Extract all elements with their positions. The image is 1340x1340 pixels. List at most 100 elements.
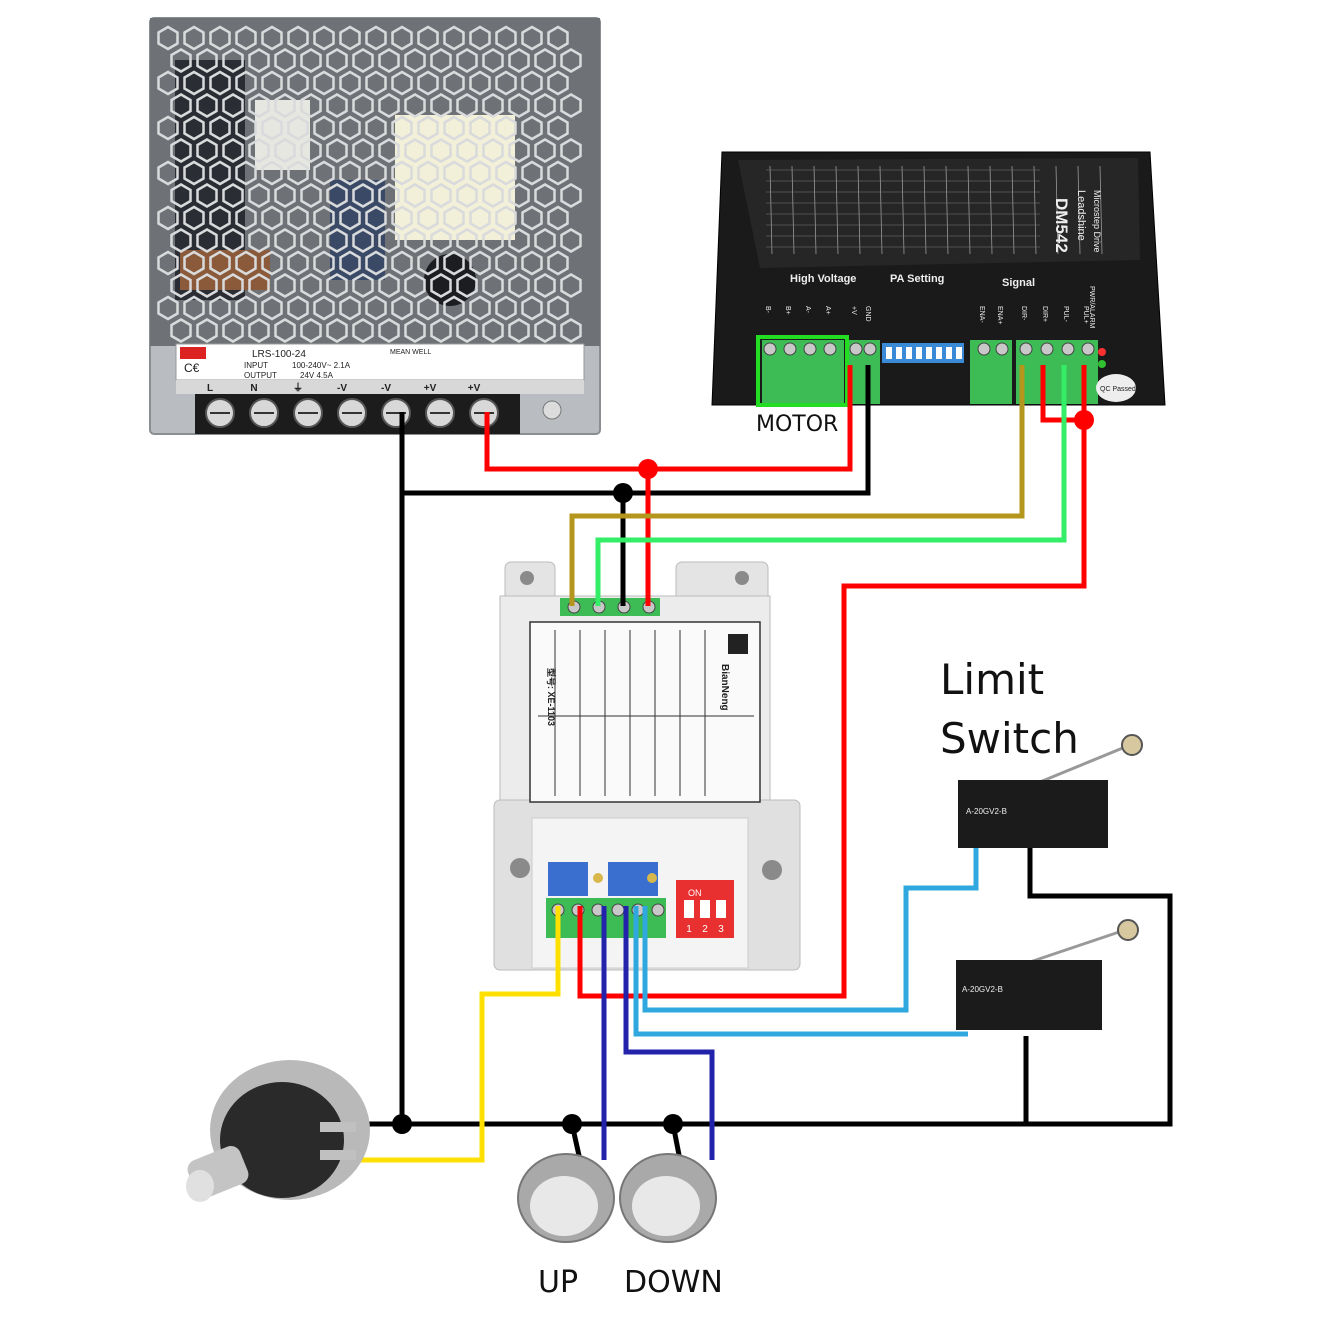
- mesh-cell: [469, 25, 491, 51]
- controller-label-card: [529, 621, 761, 803]
- mesh-cell: [521, 115, 543, 141]
- potentiometer: [186, 1060, 370, 1202]
- mesh-cell: [560, 48, 582, 73]
- mesh-cell: [313, 160, 335, 186]
- mesh-cell: [378, 93, 400, 118]
- mesh-cell: [209, 250, 231, 276]
- mesh-cell: [521, 295, 543, 321]
- controller-top-terminal: [560, 598, 660, 616]
- mesh-cell: [508, 93, 530, 118]
- limit-switch-2: A-20GV2-B: [956, 919, 1139, 1030]
- junction-ground-bus: [392, 1114, 412, 1134]
- dip-lever: [926, 347, 932, 359]
- mesh-cell: [378, 318, 400, 343]
- mesh-cell: [196, 273, 218, 298]
- mesh-cell: [534, 228, 556, 253]
- mesh-cell: [157, 25, 179, 51]
- mesh-cell: [274, 48, 296, 73]
- screw-icon: [651, 903, 665, 917]
- dip-position-label: 1: [686, 924, 692, 935]
- psu-terminal-label: -V: [381, 383, 391, 394]
- mesh-cell: [313, 205, 335, 231]
- psu-terminal-label: L: [207, 383, 213, 394]
- driver-brand: Leadshine: [1075, 190, 1087, 241]
- table-line: [879, 165, 883, 255]
- driver-terminal-label: ENA-: [978, 306, 985, 323]
- driver-terminal-label: DIR-: [1020, 306, 1027, 321]
- dip-on-label: ON: [688, 888, 702, 898]
- dip-lever: [716, 900, 726, 918]
- junctions: [392, 410, 1094, 1134]
- junction-ground: [613, 483, 633, 503]
- wire-potentiometer: [350, 906, 561, 1163]
- mesh-cell: [508, 183, 530, 208]
- mesh-cell: [209, 160, 231, 186]
- mesh-cell: [196, 48, 218, 73]
- mesh-cell: [248, 183, 270, 208]
- driver-terminal-label: +V: [850, 306, 857, 315]
- mesh-cell: [352, 48, 374, 73]
- mesh-cell: [157, 250, 179, 276]
- mesh-cell: [560, 228, 582, 253]
- mesh-cell: [456, 318, 478, 343]
- mesh-cell: [482, 273, 504, 298]
- driver-subtitle: Microstep Drive: [1092, 190, 1102, 253]
- mesh-cell: [521, 70, 543, 96]
- driver-current-table: [766, 165, 1103, 255]
- mesh-cell: [352, 318, 374, 343]
- mesh-cell: [469, 115, 491, 141]
- psu-brand: MEAN WELL: [390, 349, 431, 356]
- mesh-cell: [274, 318, 296, 343]
- dip-lever: [916, 347, 922, 359]
- mesh-cell: [365, 205, 387, 231]
- mesh-cell: [222, 48, 244, 73]
- mesh-cell: [170, 273, 192, 298]
- mesh-cell: [508, 318, 530, 343]
- limit-switch-1: A-20GV2-B: [958, 734, 1143, 848]
- mesh-cell: [534, 138, 556, 163]
- table-line: [901, 165, 905, 255]
- mesh-cell: [352, 138, 374, 163]
- psu-terminal-label: +V: [424, 383, 437, 394]
- mesh-cell: [430, 48, 452, 73]
- mesh-cell: [170, 93, 192, 118]
- up-button[interactable]: [517, 1153, 615, 1243]
- mesh-cell: [326, 93, 348, 118]
- switch-2-model: A-20GV2-B: [962, 985, 1003, 994]
- mesh-cell: [235, 250, 257, 276]
- down-label: DOWN: [624, 1265, 723, 1300]
- mesh-cell: [248, 273, 270, 298]
- mesh-cell: [235, 160, 257, 186]
- mesh-cell: [378, 273, 400, 298]
- screw-icon: [803, 342, 817, 356]
- mesh-cell: [508, 228, 530, 253]
- wire-down-button: [623, 906, 715, 1160]
- mesh-cell: [274, 93, 296, 118]
- mesh-cell: [248, 138, 270, 163]
- mesh-cell: [287, 70, 309, 96]
- mesh-cell: [534, 183, 556, 208]
- mesh-cell: [170, 183, 192, 208]
- mesh-cell: [157, 295, 179, 321]
- mesh-cell: [287, 295, 309, 321]
- driver-terminal-label: B-: [764, 306, 771, 314]
- mesh-cell: [521, 250, 543, 276]
- mesh-cell: [560, 93, 582, 118]
- mesh-cell: [313, 25, 335, 51]
- mesh-cell: [235, 295, 257, 321]
- psu-terminal-screws: [205, 398, 499, 428]
- mesh-cell: [261, 70, 283, 96]
- mesh-cell: [183, 25, 205, 51]
- down-button[interactable]: [619, 1153, 717, 1243]
- mesh-cell: [417, 160, 439, 186]
- wire-pulse: [595, 365, 1067, 606]
- mesh-cell: [339, 205, 361, 231]
- mesh-cell: [482, 183, 504, 208]
- screw-icon: [783, 342, 797, 356]
- mesh-cell: [417, 70, 439, 96]
- up-label: UP: [538, 1265, 578, 1300]
- mesh-cell: [183, 70, 205, 96]
- mesh-cell: [313, 115, 335, 141]
